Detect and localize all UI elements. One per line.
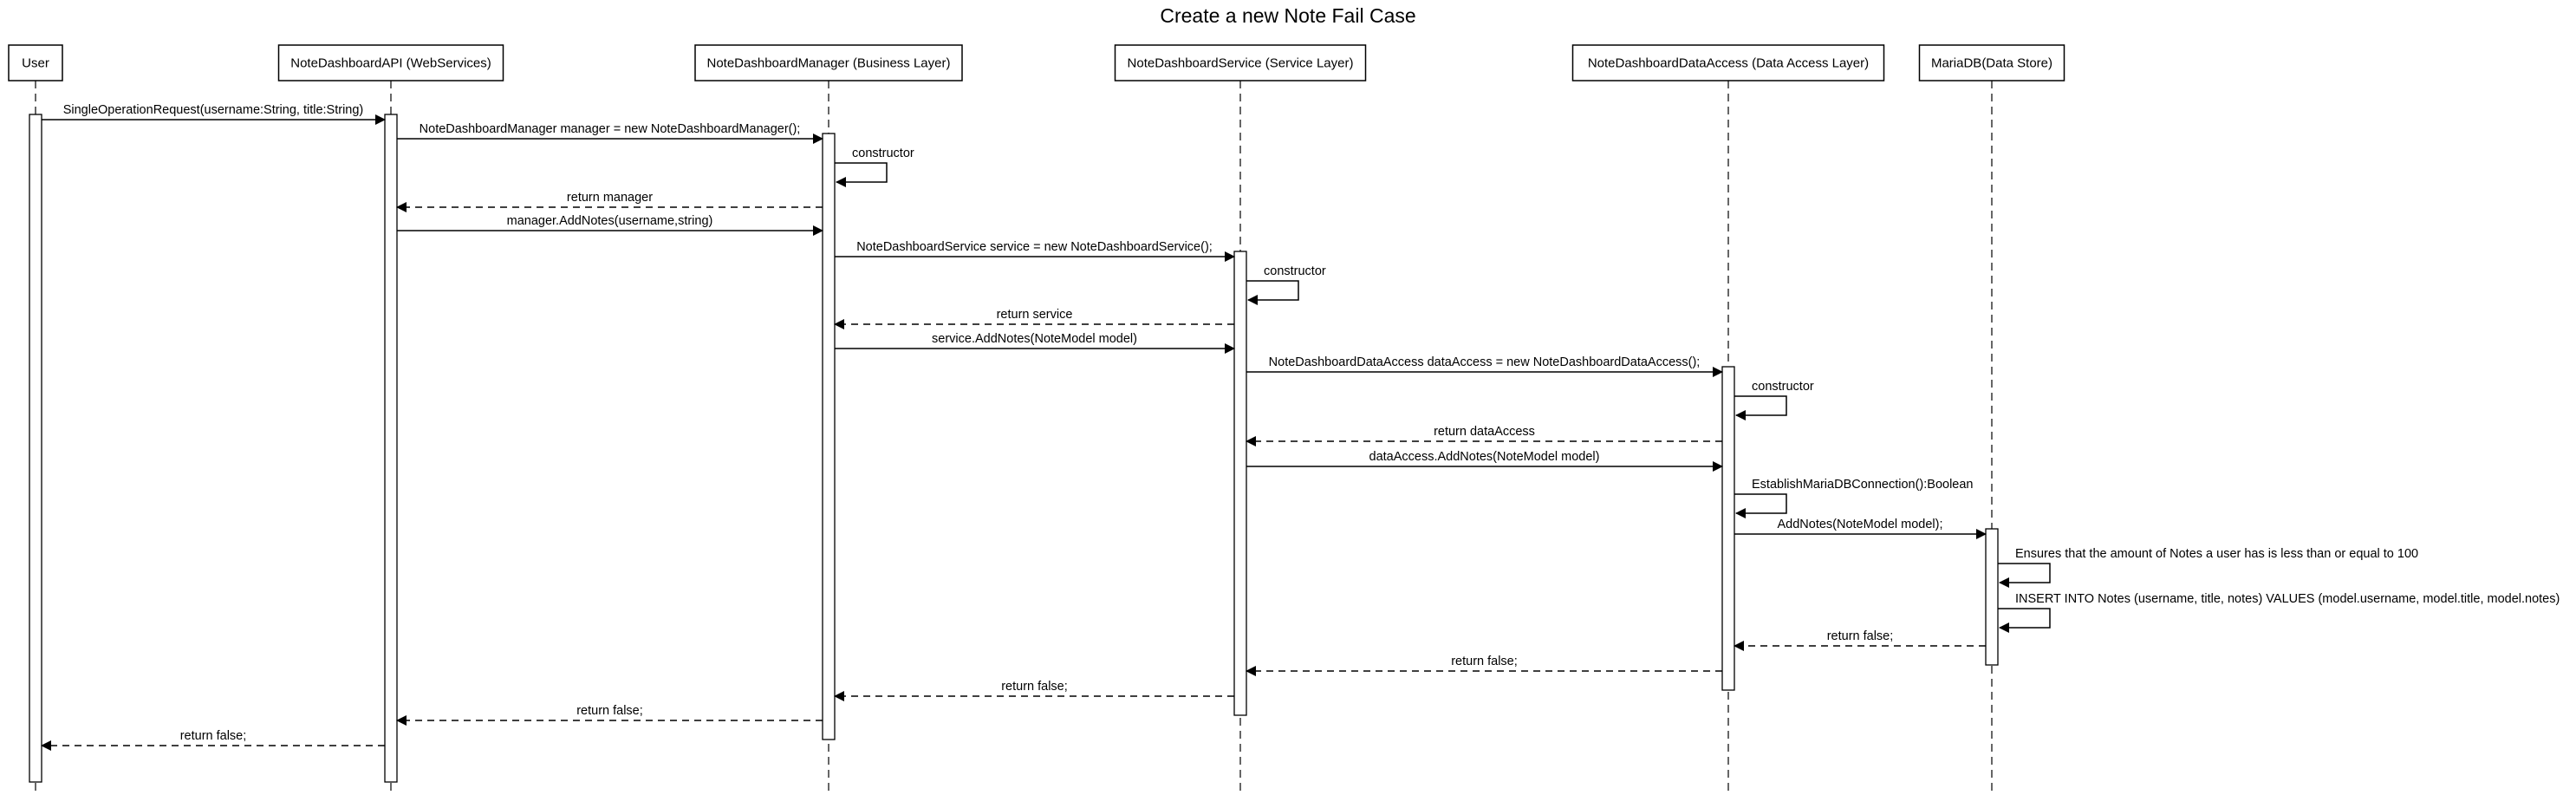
message-label: AddNotes(NoteModel model); bbox=[1777, 518, 1942, 531]
message-12: return dataAccess bbox=[1246, 425, 1722, 446]
activation-bar-db bbox=[1985, 528, 1999, 666]
message-label: return false; bbox=[1451, 655, 1518, 668]
message-9: service.AddNotes(NoteModel model) bbox=[835, 332, 1235, 354]
message-6: NoteDashboardService service = new NoteD… bbox=[835, 240, 1235, 262]
participant-box-api bbox=[277, 44, 504, 81]
participant-user: User bbox=[8, 44, 63, 81]
message-label: return false; bbox=[180, 729, 247, 743]
participant-box-mgr bbox=[694, 44, 963, 81]
self-message-arrow bbox=[1246, 280, 1299, 305]
message-label: return service bbox=[997, 308, 1073, 322]
participant-box-svc bbox=[1114, 44, 1367, 81]
self-message-arrow bbox=[1734, 395, 1787, 420]
participant-db: MariaDB(Data Store) bbox=[1918, 44, 2065, 81]
activation-bar-dal bbox=[1721, 366, 1735, 691]
participant-svc: NoteDashboardService (Service Layer) bbox=[1114, 44, 1367, 81]
message-label: constructor bbox=[1752, 380, 1814, 394]
message-label: dataAccess.AddNotes(NoteModel model) bbox=[1369, 450, 1600, 464]
message-10: NoteDashboardDataAccess dataAccess = new… bbox=[1246, 355, 1723, 377]
message-16: Ensures that the amount of Notes a user … bbox=[1998, 547, 2418, 588]
activation-bar-api bbox=[384, 114, 398, 783]
message-label: return false; bbox=[576, 704, 643, 718]
message-8: return service bbox=[834, 308, 1234, 329]
message-label: manager.AddNotes(username,string) bbox=[507, 214, 713, 228]
message-1: SingleOperationRequest(username:String, … bbox=[42, 103, 386, 125]
self-message-arrow bbox=[1998, 608, 2051, 633]
message-label: constructor bbox=[852, 147, 914, 160]
message-13: dataAccess.AddNotes(NoteModel model) bbox=[1246, 450, 1723, 472]
message-label: return false; bbox=[1827, 629, 1894, 643]
message-label: return manager bbox=[567, 191, 653, 205]
message-label: NoteDashboardDataAccess dataAccess = new… bbox=[1269, 355, 1701, 369]
participants: User NoteDashboardAPI (WebServices) NoteDa… bbox=[8, 44, 2065, 81]
activation-bar-mgr bbox=[822, 133, 836, 740]
participant-label-dal: NoteDashboardDataAccess (Data Access Lay… bbox=[1588, 56, 1869, 71]
participant-dal: NoteDashboardDataAccess (Data Access Lay… bbox=[1571, 44, 1885, 81]
participant-box-dal bbox=[1571, 44, 1885, 81]
message-2: NoteDashboardManager manager = new NoteD… bbox=[397, 122, 823, 144]
message-18: return false; bbox=[1734, 629, 1986, 651]
self-message-arrow bbox=[835, 162, 888, 187]
participant-label-user: User bbox=[22, 56, 49, 71]
message-15: AddNotes(NoteModel model); bbox=[1734, 518, 1987, 539]
message-label: NoteDashboardManager manager = new NoteD… bbox=[420, 122, 801, 136]
message-label: Ensures that the amount of Notes a user … bbox=[2015, 547, 2418, 561]
message-19: return false; bbox=[1246, 655, 1722, 676]
self-message-arrow bbox=[1734, 493, 1787, 518]
participant-label-db: MariaDB(Data Store) bbox=[1931, 56, 2052, 71]
message-label: constructor bbox=[1264, 264, 1326, 278]
message-label: EstablishMariaDBConnection():Boolean bbox=[1752, 478, 1974, 492]
message-label: service.AddNotes(NoteModel model) bbox=[932, 332, 1137, 346]
message-label: return false; bbox=[1001, 680, 1068, 694]
message-label: return dataAccess bbox=[1434, 425, 1535, 439]
participant-box-db bbox=[1918, 44, 2065, 81]
message-label: INSERT INTO Notes (username, title, note… bbox=[2015, 592, 2560, 606]
message-21: return false; bbox=[396, 704, 823, 726]
diagram-title: Create a new Note Fail Case bbox=[1160, 4, 1415, 27]
participant-label-api: NoteDashboardAPI (WebServices) bbox=[290, 56, 491, 71]
message-17: INSERT INTO Notes (username, title, note… bbox=[1998, 592, 2560, 633]
participant-mgr: NoteDashboardManager (Business Layer) bbox=[694, 44, 963, 81]
message-4: return manager bbox=[396, 191, 823, 212]
message-11: constructor bbox=[1734, 380, 1814, 420]
message-3: constructor bbox=[835, 147, 914, 187]
message-7: constructor bbox=[1246, 264, 1326, 305]
message-20: return false; bbox=[834, 680, 1234, 701]
participant-label-mgr: NoteDashboardManager (Business Layer) bbox=[707, 56, 951, 71]
activation-bars bbox=[29, 114, 1999, 783]
activation-bar-svc bbox=[1233, 251, 1247, 716]
participant-label-svc: NoteDashboardService (Service Layer) bbox=[1128, 56, 1354, 71]
messages: SingleOperationRequest(username:String, … bbox=[41, 103, 2560, 751]
message-5: manager.AddNotes(username,string) bbox=[397, 214, 823, 236]
activation-bar-user bbox=[29, 114, 42, 783]
self-message-arrow bbox=[1998, 563, 2051, 588]
message-14: EstablishMariaDBConnection():Boolean bbox=[1734, 478, 1974, 518]
message-22: return false; bbox=[41, 729, 385, 751]
participant-api: NoteDashboardAPI (WebServices) bbox=[277, 44, 504, 81]
participant-box-user bbox=[8, 44, 63, 81]
message-label: SingleOperationRequest(username:String, … bbox=[63, 103, 364, 117]
message-label: NoteDashboardService service = new NoteD… bbox=[856, 240, 1213, 254]
